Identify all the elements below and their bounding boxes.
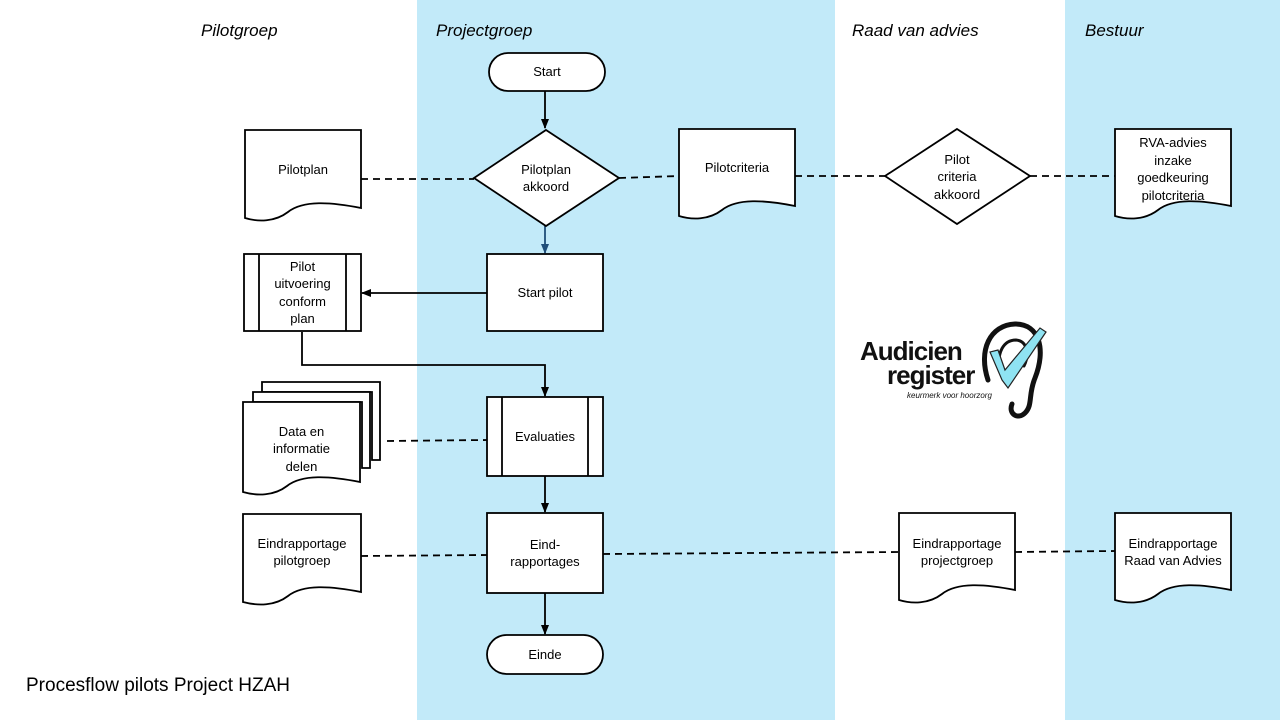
label-pilotplan: Pilotplan — [278, 162, 328, 178]
document-pilotcriteria — [678, 128, 796, 220]
label-eindrapportage-pilotgroep: Eindrapportage pilotgroep — [257, 535, 347, 569]
dashed-link-eindrapportages-projectgroep — [602, 551, 900, 555]
document-pilotplan — [244, 129, 362, 222]
dashed-link-eindrapportage-pilotgroep — [360, 554, 488, 557]
label-pilot-criteria-akkoord: Pilot criteria akkoord — [933, 151, 981, 202]
dashed-link-projectgroep-rva — [1014, 550, 1116, 553]
document-rva-advies — [1114, 128, 1232, 220]
decision-pilotplan-akkoord — [472, 128, 621, 228]
logo-check-icon — [989, 327, 1047, 390]
label-rva-advies: RVA-advies inzake goedkeuring pilotcrite… — [1137, 135, 1209, 203]
decision-pilot-criteria-akkoord — [883, 127, 1032, 226]
label-eindrapportages: Eind- rapportages — [510, 536, 580, 570]
process-start-pilot — [486, 253, 604, 332]
logo-line-1: Audicien — [860, 336, 963, 366]
label-data-info: Data en informatie delen — [272, 423, 331, 474]
label-pilot-uitvoering: Pilot uitvoering conform plan — [274, 258, 331, 327]
lane-title-bestuur: Bestuur — [1085, 21, 1144, 40]
terminator-start — [488, 52, 606, 92]
lane-projectgroep-background — [417, 0, 835, 720]
lane-title-raad-van-advies: Raad van advies — [852, 21, 979, 40]
logo-tagline: keurmerk voor hoorzorg — [907, 391, 992, 400]
label-start: Start — [533, 64, 561, 80]
document-eindrapportage-projectgroep — [898, 512, 1016, 604]
label-evaluaties: Evaluaties — [515, 428, 575, 444]
arrow-uitvoering-to-evaluaties — [301, 332, 549, 397]
label-eindrapportage-projectgroep: Eindrapportage projectgroep — [912, 535, 1002, 569]
process-eindrapportages — [486, 512, 604, 594]
logo-line-2: register — [887, 360, 975, 390]
label-pilotplan-akkoord: Pilotplan akkoord — [521, 161, 571, 195]
label-pilotcriteria: Pilotcriteria — [704, 160, 770, 176]
dashed-link-akkoord-pilotcriteria — [618, 175, 680, 179]
dashed-link-data-evaluaties — [386, 439, 488, 442]
predefined-evaluaties — [486, 396, 604, 477]
diagram-caption: Procesflow pilots Project HZAH — [26, 675, 290, 696]
document-eindrapportage-rva — [1114, 512, 1232, 604]
label-eindrapportage-rva: Eindrapportage Raad van Advies — [1124, 535, 1222, 569]
label-start-pilot: Start pilot — [517, 284, 573, 300]
terminator-einde — [486, 634, 604, 675]
predefined-pilot-uitvoering — [243, 253, 362, 332]
document-eindrapportage-pilotgroep — [242, 513, 362, 606]
lane-bestuur-background — [1065, 0, 1280, 720]
label-einde: Einde — [528, 646, 562, 662]
lane-title-pilotgroep: Pilotgroep — [201, 21, 278, 40]
lane-title-projectgroep: Projectgroep — [436, 21, 533, 40]
multidocument-data-info — [242, 401, 361, 496]
